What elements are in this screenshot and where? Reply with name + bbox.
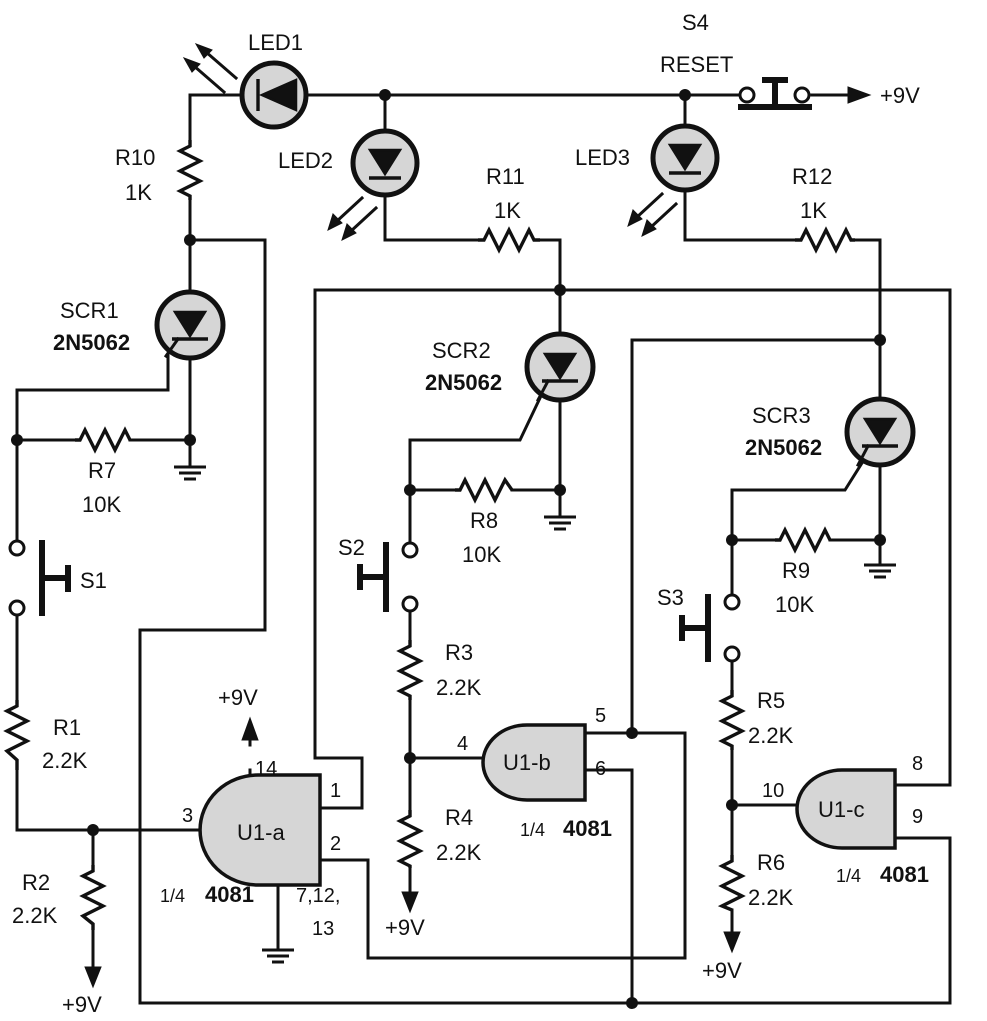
switch-s2 [357, 541, 419, 613]
r4-label: R4 [445, 805, 473, 830]
resistor-r8 [455, 476, 514, 504]
r12-value: 1K [800, 198, 827, 223]
ground-scr2 [542, 515, 578, 531]
led1-symbol [182, 43, 309, 130]
pin-u1a-gnd-2: 13 [312, 918, 334, 940]
s4-label: S4 [682, 10, 709, 35]
resistor-r7 [75, 426, 132, 454]
r3-label: R3 [445, 640, 473, 665]
scr3-part: 2N5062 [745, 435, 822, 460]
pin-u1a-14: 14 [255, 758, 277, 780]
u1a-part: 4081 [205, 882, 254, 907]
r9-value: 10K [775, 592, 814, 617]
u1b-supply-label: +9V [385, 915, 425, 940]
u1a-label: U1-a [237, 820, 285, 845]
pin-u1c-10: 10 [762, 780, 784, 802]
r12-label: R12 [792, 164, 832, 189]
r4-value: 2.2K [436, 840, 482, 865]
u1c-part: 4081 [880, 862, 929, 887]
r5-label: R5 [757, 688, 785, 713]
junctions [11, 89, 886, 1009]
pin-u1a-gnd-1: 7,12, [296, 885, 340, 907]
pin-u1a-1: 1 [330, 780, 341, 802]
r3-value: 2.2K [436, 675, 482, 700]
scr2-symbol [524, 331, 596, 403]
led2-symbol [327, 128, 420, 241]
r6-label: R6 [757, 850, 785, 875]
u1a-fraction: 1/4 [160, 886, 185, 906]
u1b-label: U1-b [503, 750, 551, 775]
resistor-r11 [478, 226, 540, 254]
s2-label: S2 [338, 535, 365, 560]
r11-label: R11 [486, 164, 525, 189]
scr1-label: SCR1 [60, 298, 119, 323]
resistor-r5 [718, 690, 746, 750]
r8-label: R8 [470, 508, 498, 533]
r11-value: 1K [494, 198, 521, 223]
s4-name-label: RESET [660, 52, 733, 77]
pin-u1a-2: 2 [330, 833, 341, 855]
resistor-r3 [396, 640, 424, 700]
r2-value: 2.2K [12, 903, 58, 928]
gate-u1c [795, 768, 897, 850]
led1-label: LED1 [248, 30, 303, 55]
pin-u1a-3: 3 [182, 805, 193, 827]
resistor-r9 [775, 526, 832, 554]
r2-label: R2 [22, 870, 50, 895]
scr3-label: SCR3 [752, 403, 811, 428]
supply-arrows [84, 86, 872, 989]
r1-label: R1 [53, 715, 81, 740]
resistor-r1 [3, 700, 31, 770]
u1c-label: U1-c [818, 797, 864, 822]
led3-symbol [627, 123, 720, 237]
switch-s1 [8, 539, 71, 617]
scr1-symbol [154, 289, 226, 361]
s3-label: S3 [657, 585, 684, 610]
r10-label: R10 [115, 145, 155, 170]
u1c-supply-label: +9V [702, 958, 742, 983]
resistor-r12 [795, 226, 855, 254]
s1-label: S1 [80, 568, 107, 593]
pin-u1c-8: 8 [912, 753, 923, 775]
r5-value: 2.2K [748, 723, 794, 748]
resistor-r4 [396, 810, 424, 868]
pin-u1c-9: 9 [912, 806, 923, 828]
r8-value: 10K [462, 542, 501, 567]
resistor-r6 [717, 855, 746, 912]
r7-value: 10K [82, 492, 121, 517]
gate-u1a [198, 773, 322, 887]
scr2-label: SCR2 [432, 338, 491, 363]
gate-u1b [481, 723, 587, 802]
ground-scr1 [172, 465, 208, 481]
scr2-part: 2N5062 [425, 370, 502, 395]
scr1-part: 2N5062 [53, 330, 130, 355]
u1c-fraction: 1/4 [836, 866, 861, 886]
r1-value: 2.2K [42, 748, 88, 773]
scr3-symbol [844, 396, 916, 468]
ground-u1a [260, 948, 296, 964]
ground-scr3 [862, 563, 898, 579]
u1b-part: 4081 [563, 816, 612, 841]
pin-u1b-5: 5 [595, 705, 606, 727]
u1b-fraction: 1/4 [520, 820, 545, 840]
r2-supply-label: +9V [62, 992, 102, 1017]
r10-value: 1K [125, 180, 152, 205]
led2-label: LED2 [278, 148, 333, 173]
r6-value: 2.2K [748, 885, 794, 910]
pin-u1b-6: 6 [595, 758, 606, 780]
led3-label: LED3 [575, 145, 630, 170]
resistor-r2 [79, 865, 107, 930]
r9-label: R9 [782, 558, 810, 583]
pin-u1b-4: 4 [457, 733, 468, 755]
top-supply-label: +9V [880, 83, 920, 108]
resistor-r10 [176, 140, 204, 200]
r7-label: R7 [88, 458, 116, 483]
switch-s3 [679, 593, 741, 663]
u1a-supply-label: +9V [218, 685, 258, 710]
switch-s4 [738, 77, 812, 110]
